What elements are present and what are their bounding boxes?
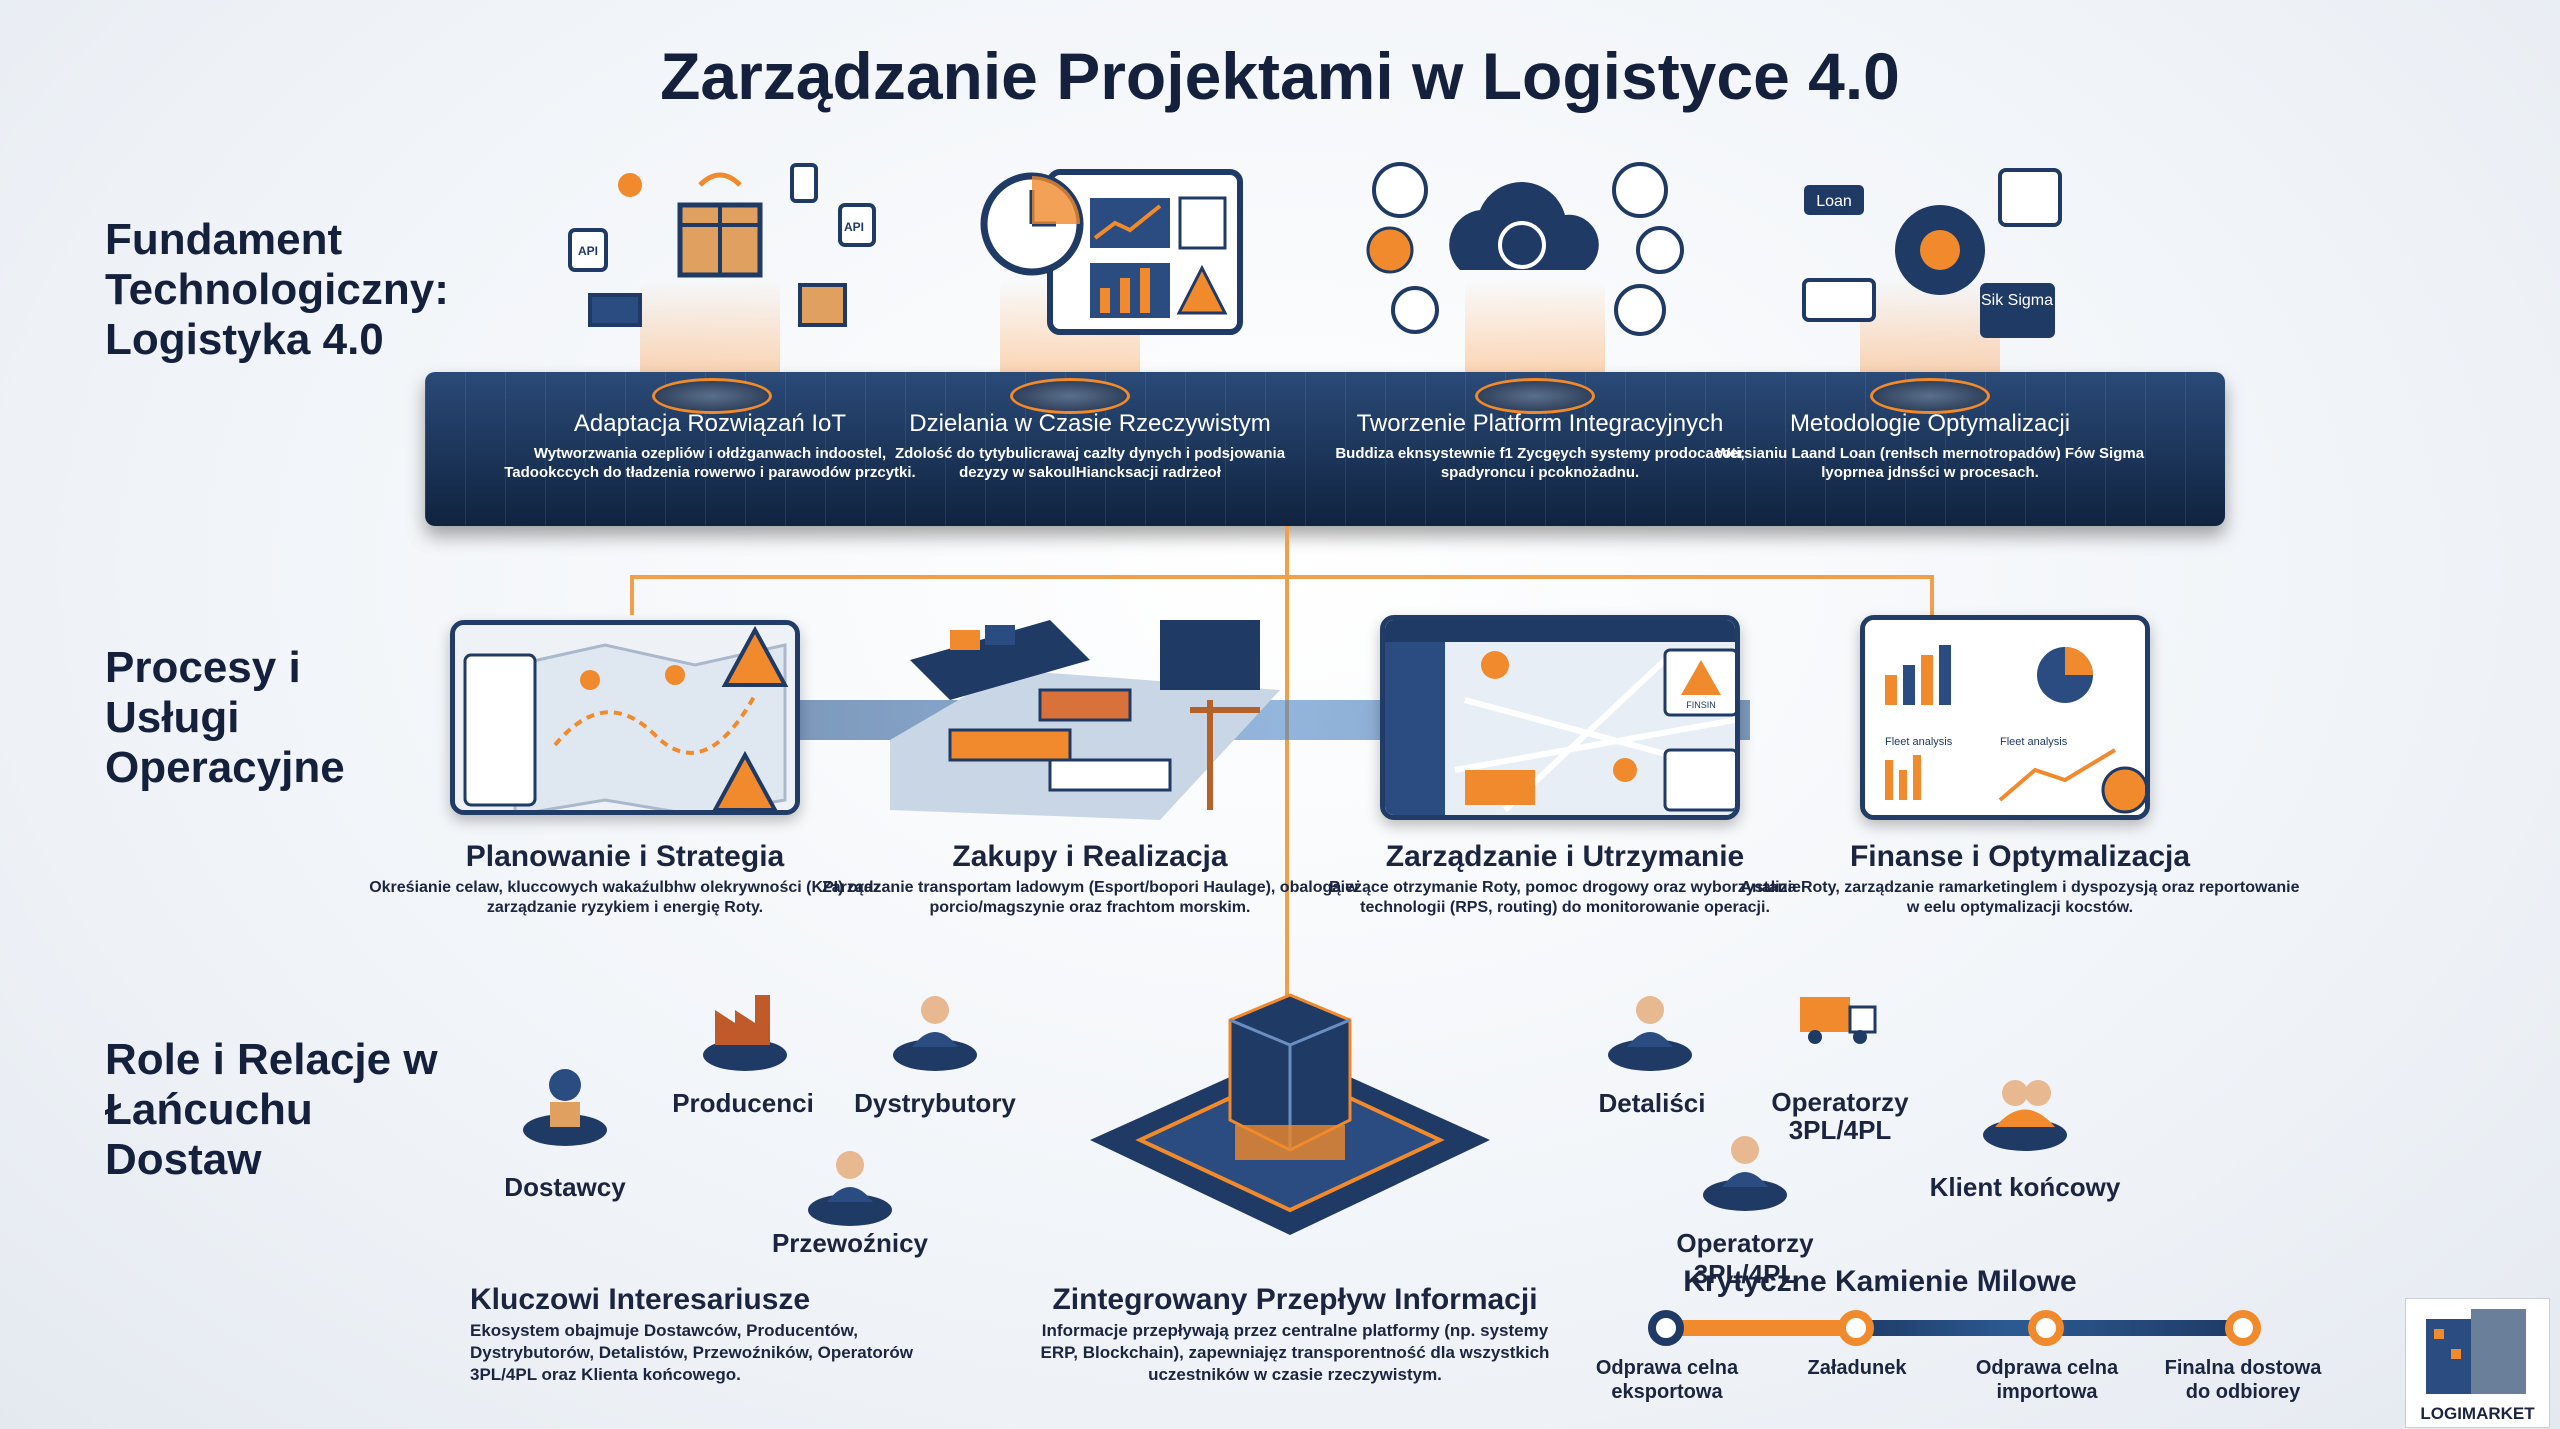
fleet-label: Fleet analysis	[2000, 736, 2068, 748]
stakeholders-desc: Ekosystem obajmuje Dostawców, Producentó…	[470, 1321, 914, 1384]
flow-desc: Informacje przepływają przez centralne p…	[1040, 1321, 1550, 1384]
pod	[652, 378, 772, 414]
supplier-icon	[523, 1069, 607, 1146]
role-operators: Operatorzy 3PL/4PL	[1771, 1087, 1909, 1145]
central-hub	[1090, 993, 1490, 1235]
process-desc: Bieżące otrzymanie Roty, pomoc drogowy o…	[1329, 879, 1801, 916]
factory-icon	[703, 995, 787, 1071]
connector-line	[1930, 575, 1934, 615]
platform-title: Metodologie Optymalizacji	[1789, 410, 2071, 437]
role-distributors: Dystrybutory	[854, 1088, 1016, 1118]
section-foundation: Fundament Technologiczny: Logistyka 4.0	[105, 215, 449, 364]
page-title: Zarządzanie Projektami w Logistyce 4.0	[660, 39, 1900, 113]
process-title: Zakupy i Realizacja	[952, 840, 1228, 873]
milestone-dot	[2225, 1310, 2261, 1346]
procurement-illustration	[890, 620, 1280, 820]
process-desc: Okreśianie celaw, kluccowych wakaźulbhw …	[369, 879, 881, 916]
glow	[1465, 280, 1605, 390]
operator-icon	[1703, 1136, 1787, 1211]
section-processes: Procesy i Usługi Operacyjne	[105, 643, 345, 792]
milestone-label: Odprawa celna importowa	[1975, 1357, 2119, 1403]
api-label: API	[578, 244, 598, 258]
api-label: API	[844, 220, 864, 234]
fleet-label: Fleet analysis	[1885, 736, 1953, 748]
process-desc: Analiza Roty, zarządzanie ramarketinglem…	[1740, 879, 2300, 916]
six-sigma-label: Sik Sigma	[1981, 292, 2053, 309]
truck-icon	[1800, 997, 1877, 1044]
glow	[1860, 280, 2000, 390]
pod	[1475, 378, 1595, 414]
building-logo-icon	[2426, 1309, 2526, 1394]
milestone-label: Załadunek	[1807, 1357, 1907, 1379]
milestone-label: Finalna dostowa do odbiorey	[2164, 1357, 2322, 1403]
milestone-label: Odprawa celna eksportowa	[1595, 1357, 1739, 1403]
platform-title: Dzielania w Czasie Rzeczywistym	[909, 410, 1271, 437]
role-end-customer: Klient końcowy	[1929, 1172, 2121, 1202]
role-retailers: Detaliści	[1598, 1088, 1706, 1118]
distributor-icon	[893, 996, 977, 1071]
platform-title: Adaptacja Rozwiązań IoT	[573, 410, 847, 437]
pod	[1870, 378, 1990, 414]
maintenance-card: FINSIN	[1380, 615, 1740, 820]
process-title: Finanse i Optymalizacja	[1849, 840, 2191, 873]
role-operators-2: Operatorzy 3PL/4PL	[1676, 1228, 1814, 1289]
glow	[640, 280, 780, 390]
connector-line	[630, 575, 634, 615]
platform-desc: Wersianiu Laand Loan (renłsch mernotropa…	[1715, 445, 2145, 481]
logo: LOGIMARKET	[2405, 1298, 2550, 1428]
connector-line	[630, 575, 1930, 579]
connector-line	[1285, 526, 1289, 1026]
dashboard-icon	[980, 169, 1243, 335]
retailer-icon	[1608, 996, 1692, 1071]
platform-desc: Buddiza eknsystewnie f1 Zycgęych systemy…	[1335, 445, 1745, 481]
platform-item-iot: Adaptacja Rozwiązań IoT Wytworzwania ozep…	[490, 410, 930, 482]
role-suppliers: Dostawcy	[504, 1172, 626, 1202]
process-title: Zarządzanie i Utrzymanie	[1385, 840, 1745, 873]
planning-card	[450, 620, 800, 815]
milestone-track	[1665, 1320, 2245, 1336]
finance-card: Fleet analysis Fleet analysis	[1860, 615, 2150, 820]
pod	[1010, 378, 1130, 414]
optimization-gear-icon: Loan Sik Sigma	[1802, 168, 2062, 338]
carrier-icon	[808, 1151, 892, 1226]
customer-icon	[1983, 1080, 2067, 1151]
platform-desc: Zdolość do tytybulicrawaj cazlty dynych …	[894, 445, 1286, 481]
section-roles: Role i Relacje w Łańcuchu Dostaw	[105, 1035, 438, 1184]
cloud-platform-icon	[1366, 162, 1684, 336]
platform-desc: Wytworzwania ozepliów i ołdżganwach indo…	[504, 445, 916, 481]
milestone-dot	[1648, 1310, 1684, 1346]
logo-text: LOGIMARKET	[2420, 1404, 2535, 1423]
role-carriers: Przewoźnicy	[771, 1228, 929, 1258]
flow-title: Zintegrowany Przepływ Informacji	[1052, 1283, 1538, 1316]
process-title: Planowanie i Strategia	[465, 840, 785, 873]
iot-icon-cluster: API API	[568, 163, 876, 327]
stakeholders-title: Kluczowi Interesariusze	[470, 1283, 811, 1316]
role-producers: Producenci	[672, 1088, 814, 1118]
milestone-dot	[2028, 1310, 2064, 1346]
loan-label: Loan	[1816, 193, 1852, 210]
milestones-title: Krytyczne Kamienie Milowe	[1683, 1265, 2077, 1298]
alert-label: FINSIN	[1686, 700, 1716, 710]
milestone-dot	[1838, 1310, 1874, 1346]
process-desc: Zarządzanie transportam ladowym (Esport/…	[821, 879, 1359, 916]
platform-title: Tworzenie Platform Integracyjnych	[1356, 410, 1724, 437]
